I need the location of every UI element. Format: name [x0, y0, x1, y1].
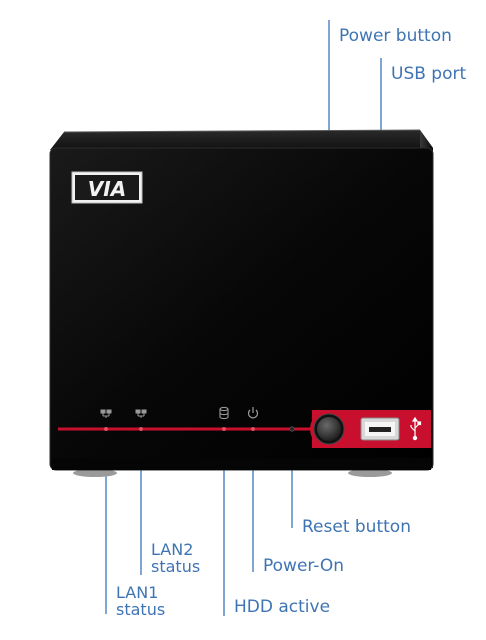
label-power-on: Power-On	[263, 556, 344, 576]
label-hdd-active: HDD active	[234, 597, 330, 617]
power-button[interactable]	[313, 413, 345, 445]
usb-port[interactable]	[360, 417, 400, 441]
lan1-status-icon	[100, 409, 112, 418]
via-logo: VIA	[71, 171, 143, 204]
mini-pc-chassis	[49, 129, 434, 477]
lan2-status-icon	[135, 409, 147, 418]
usb-icon	[410, 416, 422, 441]
label-reset-button: Reset button	[302, 517, 411, 537]
label-lan2-status-line2: status	[151, 557, 200, 576]
label-usb-port: USB port	[391, 64, 466, 84]
label-lan2-status-line1: LAN2	[151, 540, 193, 559]
reset-button[interactable]	[289, 426, 295, 432]
label-lan1-status-line2: status	[116, 600, 165, 619]
hdd-led	[222, 427, 226, 431]
power-led-icon	[247, 407, 259, 419]
power-on-led	[251, 427, 255, 431]
lan2-led	[139, 427, 143, 431]
label-lan1-status-line1: LAN1	[116, 583, 158, 602]
label-power-button: Power button	[339, 26, 452, 46]
logo-text: VIA	[88, 177, 126, 201]
hdd-database-icon	[219, 406, 229, 420]
lan1-led	[104, 427, 108, 431]
